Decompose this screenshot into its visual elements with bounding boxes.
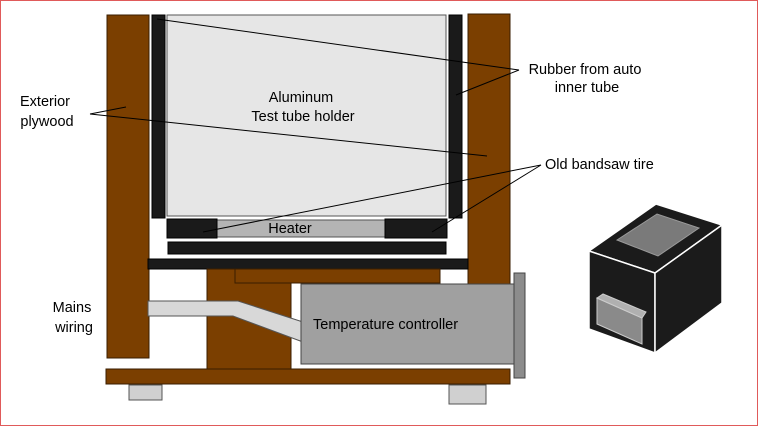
controller-box-top <box>234 268 441 284</box>
base-board <box>105 368 511 385</box>
label-exterior-plywood: Exterior plywood <box>20 94 74 130</box>
temperature-controller <box>300 283 515 365</box>
leader-tire-right <box>431 164 542 233</box>
bottom-rubber-plate <box>167 241 447 255</box>
label-rubber: Rubber from auto inner tube <box>529 62 646 96</box>
leader-plywood-left <box>89 106 127 115</box>
left-foot <box>128 384 163 401</box>
right-rubber-strip <box>448 14 463 219</box>
label-temperature-controller: Temperature controller <box>313 317 458 333</box>
leader-rubber-right <box>455 69 520 96</box>
left-plywood-wall <box>106 14 150 359</box>
label-heater: Heater <box>268 221 312 237</box>
controller-faceplate <box>513 272 526 379</box>
label-aluminum-holder: Aluminum Test tube holder <box>251 90 354 125</box>
cube-drawer-lip <box>595 293 647 319</box>
label-mains-wiring: Mains wiring <box>53 300 96 336</box>
leader-tire-left <box>202 164 542 233</box>
right-bandsaw-tire <box>384 218 448 239</box>
leader-rubber-top <box>156 18 520 71</box>
left-bandsaw-tire <box>166 218 218 239</box>
cube-right-face <box>654 223 723 355</box>
aluminum-holder <box>166 14 447 217</box>
leader-plywood-right <box>89 113 488 157</box>
enclosure-3d-preview <box>587 203 724 355</box>
shelf-plate <box>147 258 469 270</box>
cube-top-panel <box>615 213 701 257</box>
right-plywood-wall <box>467 13 511 286</box>
label-bandsaw-tire: Old bandsaw tire <box>545 157 654 173</box>
right-foot <box>448 384 487 405</box>
left-rubber-strip <box>151 14 166 219</box>
